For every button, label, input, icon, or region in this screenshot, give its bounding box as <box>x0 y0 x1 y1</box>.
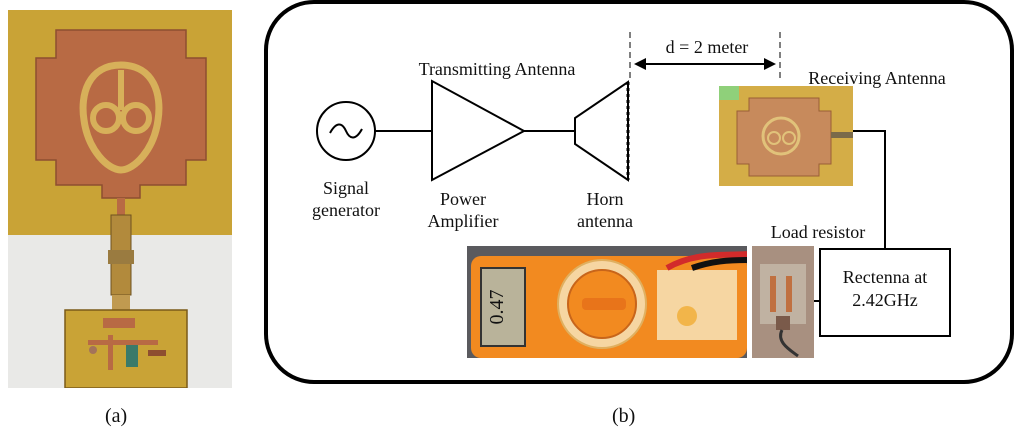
diagram-frame <box>264 0 1014 384</box>
caption-a: (a) <box>105 405 128 427</box>
power-amplifier-symbol <box>431 79 527 182</box>
load-resistor-illustration <box>752 246 814 358</box>
receiving-antenna-photo <box>719 86 853 186</box>
sine-wave-icon <box>329 123 363 139</box>
power-amplifier-label-2: Amplifier <box>428 211 499 231</box>
horn-antenna-symbol <box>574 80 629 182</box>
arrow-left-icon <box>634 58 646 70</box>
caption-b: (b) <box>612 405 636 427</box>
load-resistor-label: Load resistor <box>771 222 865 242</box>
rectenna-label-2: 2.42GHz <box>852 290 918 310</box>
horn-antenna-label-2: antenna <box>577 211 633 231</box>
signal-generator-label-2: generator <box>312 200 380 220</box>
rectenna-box <box>819 248 951 337</box>
multimeter-illustration: 0.47 <box>467 246 747 358</box>
distance-label: d = 2 meter <box>666 37 749 57</box>
transmitting-antenna-label: Transmitting Antenna <box>419 59 576 79</box>
multimeter-photo: 0.47 <box>467 246 747 358</box>
receiving-antenna-illustration <box>719 86 853 186</box>
multimeter-reading: 0.47 <box>486 290 508 325</box>
receiving-antenna-label: Receiving Antenna <box>808 68 945 88</box>
horn-antenna-label-1: Horn <box>587 189 624 209</box>
rectenna-photo-illustration <box>8 10 232 388</box>
receiver-wire <box>853 130 886 249</box>
load-resistor-photo <box>752 246 814 358</box>
power-amplifier-label-1: Power <box>440 189 486 209</box>
arrow-right-icon <box>764 58 776 70</box>
multimeter-screen <box>480 267 526 347</box>
rectenna-label-1: Rectenna at <box>843 267 927 287</box>
rectenna-photo <box>8 10 232 388</box>
signal-generator-label-1: Signal <box>323 178 369 198</box>
